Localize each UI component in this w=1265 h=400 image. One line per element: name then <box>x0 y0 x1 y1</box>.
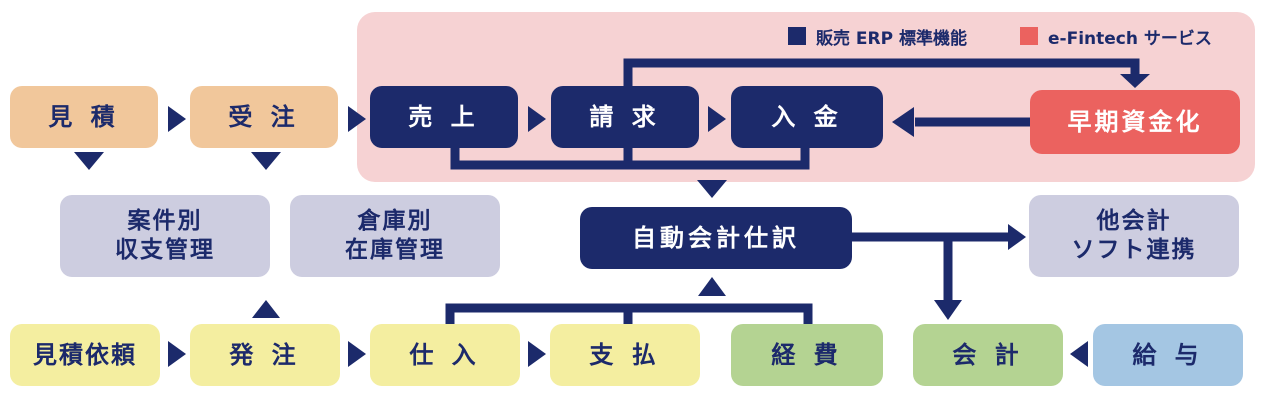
node-juchu-label: 受 注 <box>228 103 300 131</box>
arrow-into-jido <box>697 180 727 198</box>
legend-fintech-label: e-Fintech サービス <box>1048 28 1212 49</box>
node-kyuyo: 給 与 <box>1093 324 1243 386</box>
arrow-shiire-shiharai <box>528 341 546 367</box>
node-kaikei: 会 計 <box>913 324 1063 386</box>
node-soki-shikinka: 早期資金化 <box>1030 90 1240 154</box>
node-shiire-label: 仕 入 <box>409 341 481 369</box>
legend-fintech-swatch <box>1020 27 1038 45</box>
node-shiharai-label: 支 払 <box>589 341 661 369</box>
node-mitsumori-label: 見 積 <box>48 103 120 131</box>
legend-fintech: e-Fintech サービス <box>1020 24 1212 49</box>
legend-erp-label: 販売 ERP 標準機能 <box>816 28 967 49</box>
node-mitsumori-irai: 見積依頼 <box>10 324 160 386</box>
arrow-hatchu-soko <box>252 300 280 318</box>
node-juchu: 受 注 <box>190 86 338 148</box>
node-soko-zaiko-label: 倉庫別 在庫管理 <box>345 208 445 263</box>
node-anken-shushi-label: 案件別 収支管理 <box>115 208 215 263</box>
seikyu-to-fintech-line <box>623 58 1140 86</box>
node-mitsumori: 見 積 <box>10 86 158 148</box>
arrow-into-jido-up <box>698 277 726 296</box>
node-jido-kaikei-shiwake-label: 自動会計仕訳 <box>632 224 800 252</box>
node-anken-shushi: 案件別 収支管理 <box>60 195 270 277</box>
node-keihi-label: 経 費 <box>771 341 843 369</box>
node-takaikei-renkei: 他会計 ソフト連携 <box>1029 195 1239 277</box>
arrow-uriage-seikyu <box>528 106 546 132</box>
arrow-juchu-soko <box>251 152 281 170</box>
node-kaikei-label: 会 計 <box>952 341 1024 369</box>
node-shiire: 仕 入 <box>370 324 520 386</box>
node-soki-shikinka-label: 早期資金化 <box>1067 108 1203 136</box>
legend-erp-swatch <box>788 27 806 45</box>
arrow-irai-hatchu <box>168 341 186 367</box>
arrow-into-nyukin <box>892 107 914 137</box>
node-soko-zaiko: 倉庫別 在庫管理 <box>290 195 500 277</box>
arrow-juchu-uriage <box>348 106 366 132</box>
arrow-into-kaikei <box>934 300 962 320</box>
arrow-hatchu-shiire <box>348 341 366 367</box>
node-kyuyo-label: 給 与 <box>1132 341 1204 369</box>
node-seikyu-label: 請 求 <box>589 103 661 131</box>
node-uriage-label: 売 上 <box>408 103 480 131</box>
node-hatchu-label: 発 注 <box>229 341 301 369</box>
node-keihi: 経 費 <box>731 324 883 386</box>
arrow-mitsumori-juchu <box>168 106 186 132</box>
node-seikyu: 請 求 <box>551 86 699 148</box>
node-uriage: 売 上 <box>370 86 518 148</box>
legend-erp: 販売 ERP 標準機能 <box>788 24 967 49</box>
node-shiharai: 支 払 <box>550 324 700 386</box>
arrow-into-takaikei <box>1008 224 1026 250</box>
node-hatchu: 発 注 <box>190 324 340 386</box>
node-nyukin-label: 入 金 <box>771 103 843 131</box>
arrow-into-fintech <box>1120 74 1150 88</box>
arrow-kyuyo-kaikei <box>1070 341 1088 367</box>
arrow-seikyu-nyukin <box>708 106 726 132</box>
node-takaikei-renkei-label: 他会計 ソフト連携 <box>1071 208 1197 263</box>
node-nyukin: 入 金 <box>731 86 883 148</box>
node-jido-kaikei-shiwake: 自動会計仕訳 <box>580 207 852 269</box>
node-mitsumori-irai-label: 見積依頼 <box>33 341 137 369</box>
arrow-mitsumori-anken <box>74 152 104 170</box>
